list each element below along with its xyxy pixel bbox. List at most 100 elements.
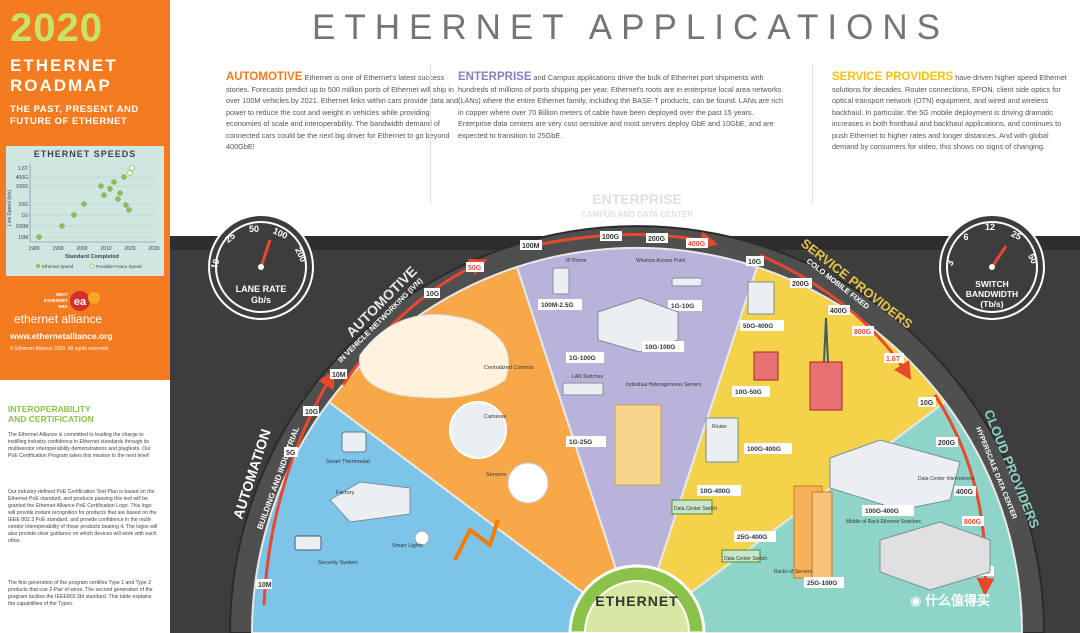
gauge-label: LANE RATE (236, 284, 287, 294)
sensor-icon (507, 462, 549, 504)
y-tick: 10G (19, 202, 29, 208)
speeds-chart-svg: Link Speed (b/s) 1.6T 400G 100G 10G 1G 1… (7, 164, 160, 269)
legend-future-label: Possible Future Speed (96, 264, 142, 269)
y-tick: 1G (21, 213, 28, 219)
device-speed: 100M-2.5G (541, 302, 574, 309)
ea-logo-icon (70, 291, 90, 311)
ethernet-alliance-name: ethernet alliance (14, 312, 103, 326)
item-label: IP Phone (566, 258, 587, 264)
y-tick: 400G (16, 175, 28, 181)
speed-tag: 10G (305, 409, 319, 416)
speed-tag: 200G (648, 236, 666, 243)
copyright: © Ethernet Alliance 2020. All rights res… (10, 346, 110, 352)
automotive-heading: AUTOMOTIVE (226, 71, 303, 83)
svg-text:ERA: ERA (58, 304, 68, 309)
data-center-switch-icon (671, 499, 713, 515)
brand-year: 2020 (10, 6, 103, 50)
gauge-needle (259, 239, 272, 268)
speed-tag: 200G (792, 281, 810, 288)
device-speed: 50G-400G (743, 323, 773, 330)
gauge-tick: 50 (249, 224, 259, 234)
item-label: Wireless Access Point (636, 258, 686, 264)
item-label: Smart Thermostat (326, 459, 370, 465)
interop-title: INTEROPERABILITY AND CERTIFICATION (8, 404, 158, 424)
car-icon (359, 314, 509, 399)
speeds-y-axis-label: Link Speed (b/s) (7, 189, 13, 226)
speed-tag: 10G (748, 259, 762, 266)
interop-paragraph-1: The Ethernet Alliance is committed to le… (8, 432, 151, 459)
item-label: LAN Switches (572, 374, 604, 380)
ip-phone-icon (552, 267, 570, 295)
device-speed: 10G-100G (645, 344, 675, 351)
speed-tag: 5G (286, 450, 296, 457)
page-title: ETHERNET APPLICATIONS (312, 8, 949, 47)
speed-tag: 10G (426, 291, 440, 298)
speed-tag: 800G (964, 519, 982, 526)
svg-text:ea: ea (74, 296, 87, 308)
applications-diagram: AUTOMATION BUILDING AND INDUSTRIAL AUTOM… (170, 191, 1080, 633)
item-label: Data Center Interconnect (918, 476, 974, 482)
item-label: Factory (336, 490, 355, 496)
legend-ethernet-label: Ethernet Speed (42, 264, 74, 269)
ethernet-alliance-url[interactable]: www.ethernetalliance.org (10, 331, 113, 341)
y-tick: 10M (18, 235, 28, 241)
speed-tag: 400G (956, 489, 974, 496)
speed-tag: 400G (688, 241, 706, 248)
speed-tag: 10M (332, 372, 346, 379)
office-building-icon (597, 297, 679, 353)
gauge-tick: 12 (985, 222, 995, 232)
speed-tag: 10G (920, 400, 934, 407)
enterprise-sector-subtitle: CAMPUS AND DATA CENTER (581, 210, 693, 219)
access-point-icon (671, 277, 703, 287)
device-speed: 10G-50G (735, 389, 762, 396)
lan-switch-icon (562, 382, 604, 396)
item-label: Middle of Rack Ethernet Switches (846, 519, 921, 525)
x-tick: 2020 (124, 246, 135, 252)
antenna-icon (823, 317, 829, 363)
center-label: ETHERNET (595, 593, 678, 609)
gauge-label: SWITCH (975, 279, 1009, 289)
y-tick: 1.6T (18, 166, 28, 172)
service-description: SERVICE PROVIDERS have driven higher spe… (832, 71, 1068, 153)
divider (430, 64, 431, 204)
automotive-description: AUTOMOTIVE Ethernet is one of Ethernet's… (226, 71, 464, 153)
interop-title-2: AND CERTIFICATION (8, 414, 94, 424)
speed-tag: 1.6T (886, 356, 901, 363)
gauge-tick: 6 (963, 232, 968, 242)
brand-line-1: ETHERNET (10, 56, 118, 75)
gauge-tick: 25 (1010, 229, 1023, 242)
speeds-chart-title: ETHERNET SPEEDS (33, 149, 137, 159)
automation-speed-arrow (262, 369, 336, 606)
device-speed: 1G-25G (569, 439, 592, 446)
device-speed: 100G-400G (865, 508, 899, 515)
device-speed: 10G-400G (700, 488, 730, 495)
enterprise-sector-title: ENTERPRISE (592, 191, 681, 207)
data-center-interconnect-icon (829, 439, 961, 511)
mobile-tower-building-icon (809, 361, 843, 411)
smart-light-icon (414, 530, 430, 546)
y-tick: 100M (15, 224, 28, 230)
device-speed: 100G-400G (747, 446, 781, 453)
x-tick: 1990 (52, 246, 63, 252)
cloud-dc-switch-icon (721, 549, 761, 563)
item-label: Smart Lights (392, 543, 423, 549)
legend-future-dot (89, 263, 95, 269)
middle-of-rack-switch-icon (879, 521, 991, 591)
switch-bandwidth-gauge: 3 6 12 25 50 SWITCH BANDWIDTH (Tb/s) (939, 214, 1045, 320)
service-heading: SERVICE PROVIDERS (832, 71, 954, 83)
item-label: Data Center Switch (724, 556, 767, 562)
device-speed: 1G-10G (671, 303, 694, 310)
item-label: Router (712, 424, 727, 430)
interop-paragraph-2: Our industry-defined PoE Certification T… (8, 489, 158, 544)
cloud-items: Data Center Interconnect 100G-400G Middl… (721, 439, 991, 591)
item-label: Data Center Switch (674, 506, 717, 512)
device-speed: 25G-100G (807, 580, 837, 587)
legend-ethernet-dot (36, 264, 40, 268)
factory-icon (329, 481, 411, 523)
speed-tag: 800G (854, 329, 872, 336)
x-tick: 2030 (148, 246, 159, 252)
speed-tag: 100M (522, 243, 540, 250)
automotive-items: Centralized Controls Cameras Sensors (359, 314, 549, 504)
thermostat-icon (341, 431, 367, 453)
sector-automation (250, 400, 639, 633)
